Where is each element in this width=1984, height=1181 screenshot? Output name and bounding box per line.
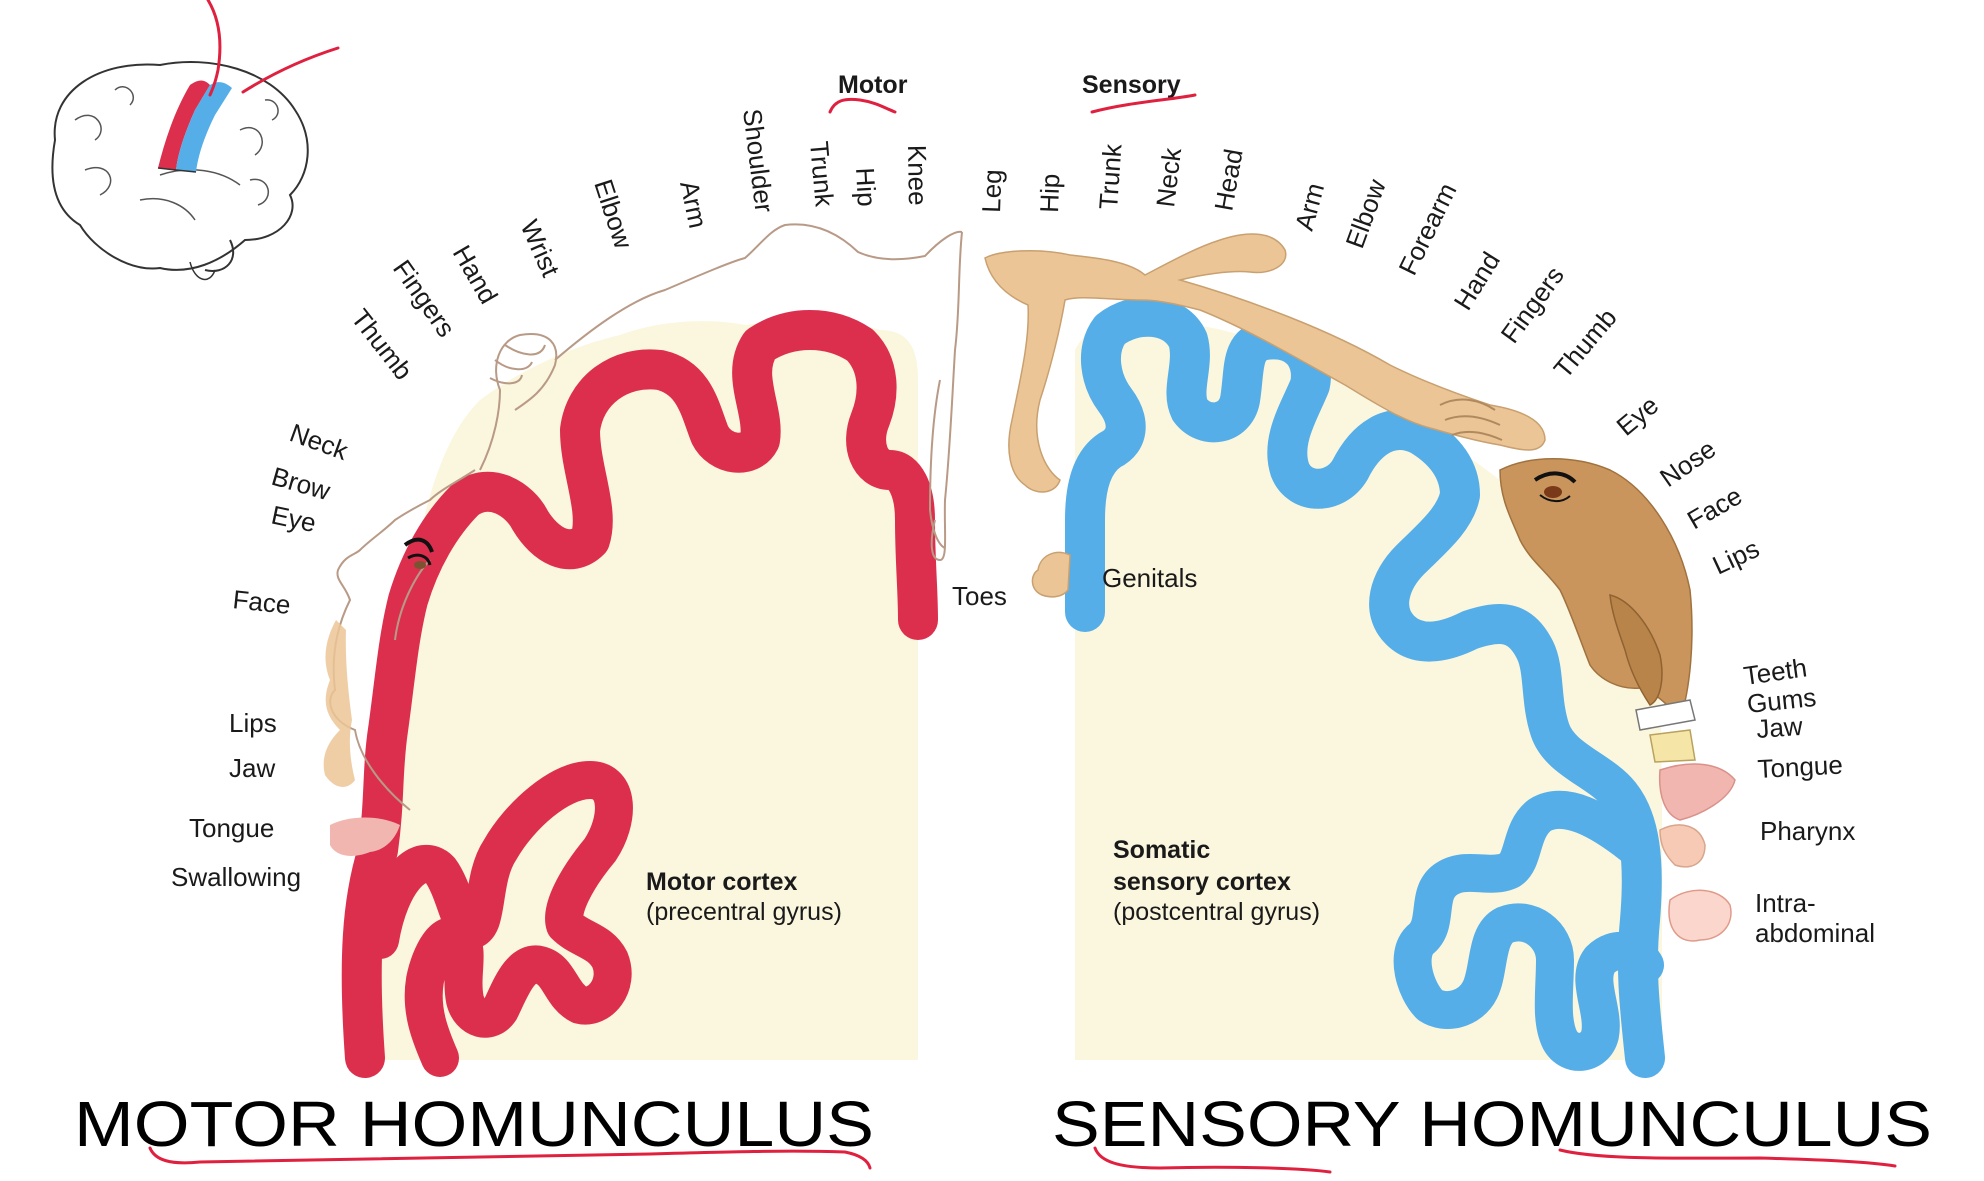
label-motor-tongue: Tongue xyxy=(189,813,274,843)
label-sensory-abdominal: abdominal xyxy=(1755,918,1875,948)
label-motor-face: Face xyxy=(231,584,292,620)
label-motor-swallowing: Swallowing xyxy=(171,862,301,892)
label-motor-trunk: Trunk xyxy=(804,140,840,209)
label-sensory-lips: Lips xyxy=(1708,533,1764,580)
motor-homunculus-title: MOTOR HOMUNCULUS xyxy=(74,1088,874,1160)
label-motor-shoulder: Shoulder xyxy=(737,107,780,214)
sensory-homunculus-figure xyxy=(984,233,1736,942)
label-motor-wrist: Wrist xyxy=(515,215,567,282)
label-sensory-trunk: Trunk xyxy=(1093,142,1128,210)
label-sensory-leg: Leg xyxy=(976,169,1007,213)
label-motor-hip: Hip xyxy=(850,167,882,208)
brain-thumbnail xyxy=(51,61,309,281)
label-motor-eye: Eye xyxy=(269,500,319,539)
sensory-homunculus-title: SENSORY HOMUNCULUS xyxy=(1052,1088,1932,1160)
sensory-header: Sensory xyxy=(1082,71,1181,99)
motor-side xyxy=(323,223,963,1078)
sensory-cortex-lower-folds xyxy=(1393,790,1664,1071)
label-sensory-head: Head xyxy=(1208,147,1248,213)
label-sensory-face: Face xyxy=(1682,480,1747,535)
sensory-cortex-subtitle: (postcentral gyrus) xyxy=(1113,898,1320,926)
motor-tongue xyxy=(330,817,400,856)
sensory-intestine xyxy=(1668,889,1732,942)
motor-header: Motor xyxy=(838,71,908,99)
label-motor-hand: Hand xyxy=(447,240,504,309)
label-motor-knee: Knee xyxy=(902,145,933,206)
label-sensory-gums: Gums xyxy=(1745,682,1817,719)
motor-cortex-subtitle: (precentral gyrus) xyxy=(646,898,842,926)
label-sensory-eye: Eye xyxy=(1611,390,1665,442)
motor-cortex-title: Motor cortex xyxy=(646,868,798,896)
label-sensory-pharynx: Pharynx xyxy=(1760,816,1855,846)
sensory-side xyxy=(984,233,1736,1078)
label-sensory-nose: Nose xyxy=(1654,434,1721,493)
label-sensory-genitals: Genitals xyxy=(1102,563,1197,593)
label-motor-elbow: Elbow xyxy=(588,176,638,253)
sensory-cortex-ribbon xyxy=(1065,296,1665,1078)
eye-icon xyxy=(403,537,434,569)
label-motor-toes: Toes xyxy=(952,581,1007,611)
label-sensory-neck: Neck xyxy=(1150,145,1187,208)
label-sensory-hip: Hip xyxy=(1034,173,1065,213)
motor-homunculus-figure xyxy=(329,223,963,811)
label-sensory-thumb: Thumb xyxy=(1548,303,1623,384)
label-sensory-hand: Hand xyxy=(1448,247,1506,316)
sensory-teeth xyxy=(1635,699,1696,731)
label-sensory-arm: Arm xyxy=(1289,180,1330,234)
sensory-cortex-title-2: sensory cortex xyxy=(1113,868,1291,896)
motor-cortex-lower-folds xyxy=(361,761,633,1077)
label-motor-arm: Arm xyxy=(674,178,713,231)
label-sensory-forearm: Forearm xyxy=(1392,178,1462,279)
eye-icon xyxy=(1533,471,1577,503)
label-motor-neck: Neck xyxy=(286,417,353,466)
sensory-tongue xyxy=(1658,763,1736,821)
sensory-pharynx xyxy=(1659,824,1706,868)
label-motor-fingers: Fingers xyxy=(387,254,461,342)
label-sensory-fingers: Fingers xyxy=(1495,261,1570,349)
label-sensory-tongue: Tongue xyxy=(1757,750,1844,784)
label-sensory-jaw: Jaw xyxy=(1755,711,1803,744)
motor-face-skin xyxy=(323,620,355,787)
sensory-cortex-title-1: Somatic xyxy=(1113,836,1210,864)
label-sensory-intra: Intra- xyxy=(1755,888,1816,918)
label-motor-lips: Lips xyxy=(229,708,277,738)
annotation-strokes-headers xyxy=(828,93,1197,114)
label-sensory-elbow: Elbow xyxy=(1339,175,1391,252)
label-motor-jaw: Jaw xyxy=(229,753,275,783)
annotation-underlines xyxy=(148,1146,1897,1174)
motor-cortex-ribbon xyxy=(341,310,938,1078)
annotation-strokes-thumbnail xyxy=(206,0,340,97)
label-motor-thumb: Thumb xyxy=(345,303,418,385)
